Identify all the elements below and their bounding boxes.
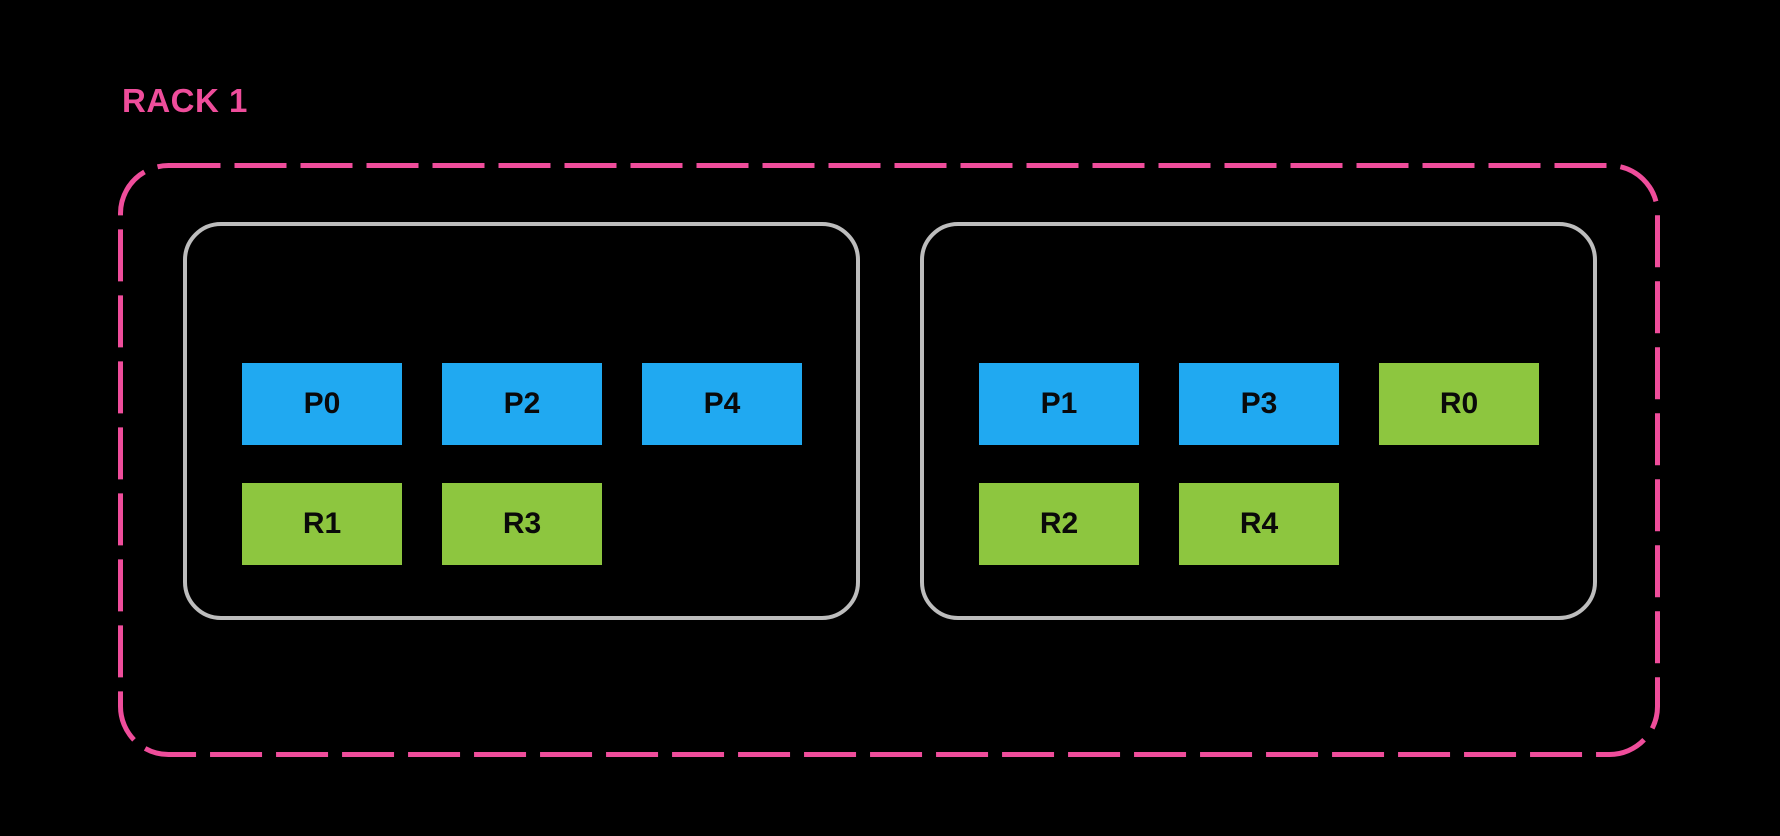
slot-r0: R0	[1379, 363, 1539, 445]
slot-p0: P0	[242, 363, 402, 445]
slot-p3: P3	[1179, 363, 1339, 445]
slot-p1: P1	[979, 363, 1139, 445]
node-1-panel: P0 P2 P4 R1 R3	[183, 222, 860, 620]
node-2-panel: P1 P3 R0 R2 R4	[920, 222, 1597, 620]
slot-r1: R1	[242, 483, 402, 565]
rack-title: RACK 1	[122, 82, 248, 119]
slot-r3: R3	[442, 483, 602, 565]
slot-r2: R2	[979, 483, 1139, 565]
slot-r4: R4	[1179, 483, 1339, 565]
slot-p4: P4	[642, 363, 802, 445]
slot-p2: P2	[442, 363, 602, 445]
